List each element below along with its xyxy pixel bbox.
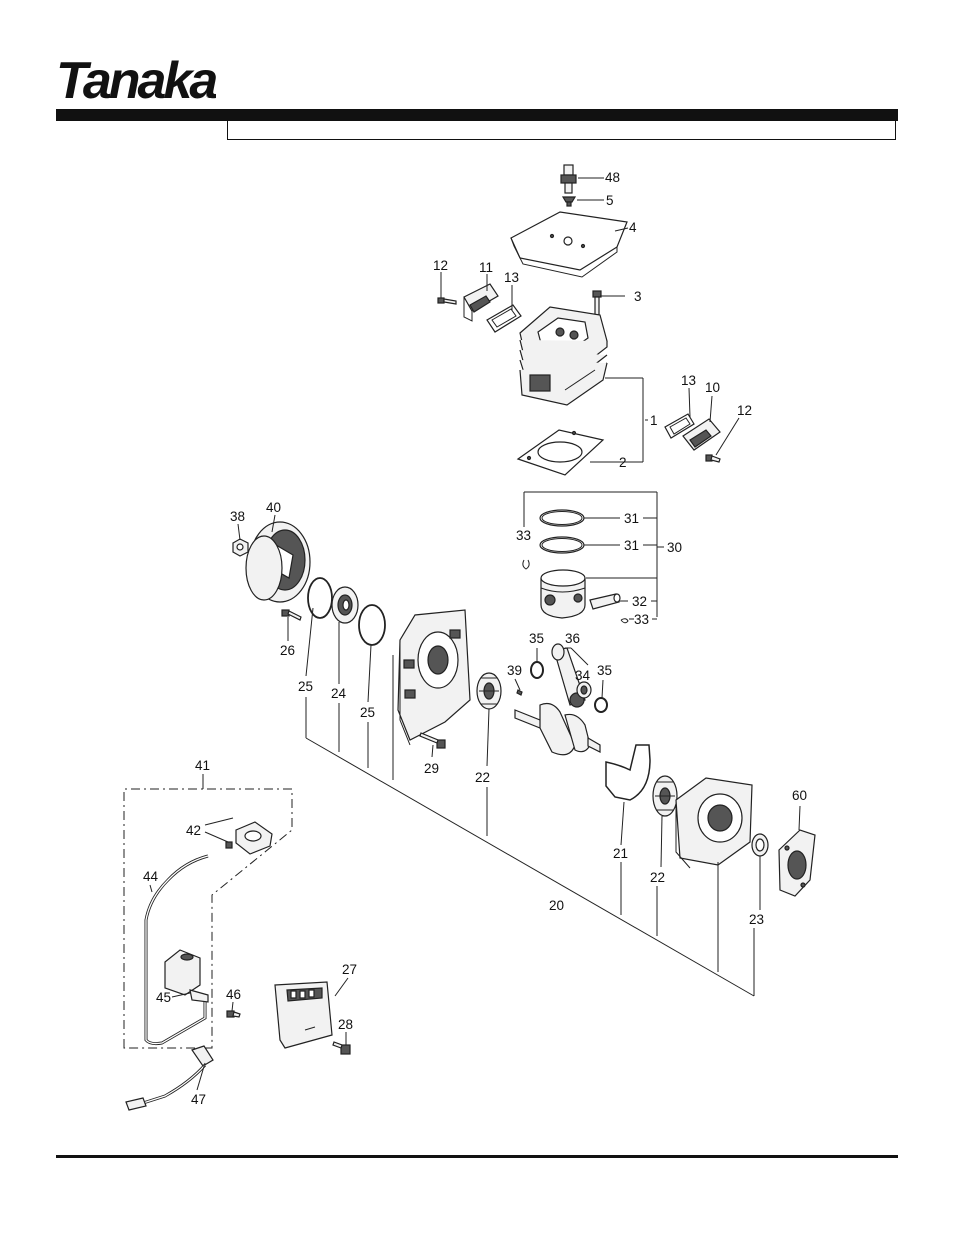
crankcase-left bbox=[397, 609, 471, 746]
registered-mark: ® bbox=[206, 90, 213, 100]
callout-45: 45 bbox=[156, 990, 171, 1005]
cover-60 bbox=[778, 829, 816, 897]
flange-11 bbox=[463, 283, 499, 322]
callout-35-right: 35 bbox=[597, 663, 612, 678]
callout-25-right: 25 bbox=[360, 705, 375, 720]
clutch-40 bbox=[245, 521, 311, 603]
callout-13-right: 13 bbox=[681, 373, 696, 388]
crankcase-right bbox=[675, 777, 753, 869]
cylinder-cover-4 bbox=[510, 211, 628, 278]
callout-22-left: 22 bbox=[475, 770, 490, 785]
flange-10 bbox=[682, 418, 721, 451]
clip-33-right bbox=[620, 618, 629, 624]
bolt-3 bbox=[592, 290, 602, 316]
callout-12-right: 12 bbox=[737, 403, 752, 418]
callout-21: 21 bbox=[613, 846, 628, 861]
bearing-22-right bbox=[652, 775, 678, 817]
callout-25-left: 25 bbox=[298, 679, 313, 694]
needle-bearing-34 bbox=[576, 681, 592, 699]
piston-pin-32 bbox=[589, 593, 621, 610]
filter-cover-27 bbox=[274, 981, 333, 1049]
bolt-29 bbox=[419, 732, 446, 749]
callout-42: 42 bbox=[186, 823, 201, 838]
base-gasket-2 bbox=[516, 429, 605, 476]
callout-2: 2 bbox=[619, 455, 627, 470]
callout-26: 26 bbox=[280, 643, 295, 658]
washer-35-left bbox=[530, 661, 544, 679]
gasket-13-right bbox=[664, 413, 695, 439]
bolt-26 bbox=[281, 609, 302, 621]
callout-31-top: 31 bbox=[624, 511, 639, 526]
piston bbox=[540, 569, 586, 619]
cylinder-1 bbox=[519, 306, 608, 406]
spark-plug-48 bbox=[560, 164, 577, 194]
leader-lines bbox=[149, 177, 801, 1091]
screw-12-right bbox=[705, 454, 721, 463]
callout-29: 29 bbox=[424, 761, 439, 776]
callout-11: 11 bbox=[479, 260, 493, 275]
callout-32: 32 bbox=[632, 594, 647, 609]
screw-46 bbox=[226, 1010, 241, 1018]
callout-46: 46 bbox=[226, 987, 241, 1002]
callout-10: 10 bbox=[705, 380, 720, 395]
callout-39: 39 bbox=[507, 663, 522, 678]
callout-12-left: 12 bbox=[433, 258, 448, 273]
callout-4: 4 bbox=[629, 220, 637, 235]
callout-labels: 48 5 4 3 12 11 13 13 10 12 1 2 33 31 31 … bbox=[143, 170, 807, 1107]
callout-38: 38 bbox=[230, 509, 245, 524]
callout-13-left: 13 bbox=[504, 270, 519, 285]
callout-30: 30 bbox=[667, 540, 682, 555]
logo-wordmark: Tanaka bbox=[56, 52, 216, 106]
callout-24: 24 bbox=[331, 686, 347, 701]
callout-41: 41 bbox=[195, 758, 210, 773]
oil-seal-24 bbox=[331, 586, 359, 624]
nut-38 bbox=[232, 538, 249, 557]
screw-12-left bbox=[437, 297, 457, 305]
callout-36: 36 bbox=[565, 631, 580, 646]
callout-1: 1 bbox=[650, 413, 658, 428]
ignition-wire-47 bbox=[125, 1045, 214, 1111]
callout-31-bottom: 31 bbox=[624, 538, 639, 553]
title-box bbox=[227, 121, 896, 140]
bolt-28 bbox=[332, 1041, 351, 1055]
callout-22-right: 22 bbox=[650, 870, 665, 885]
footer-rule bbox=[56, 1155, 898, 1158]
callout-35-left: 35 bbox=[529, 631, 544, 646]
callout-34: 34 bbox=[575, 668, 591, 683]
callout-44: 44 bbox=[143, 869, 159, 884]
callout-28: 28 bbox=[338, 1017, 353, 1032]
header-bar bbox=[56, 109, 898, 121]
callout-23: 23 bbox=[749, 912, 764, 927]
callout-47: 47 bbox=[191, 1092, 206, 1107]
callout-40: 40 bbox=[266, 500, 281, 515]
gasket-21 bbox=[605, 744, 651, 801]
gasket-13-left bbox=[486, 304, 522, 333]
callout-33-right: 33 bbox=[634, 612, 649, 627]
key-39 bbox=[516, 689, 523, 696]
callout-60: 60 bbox=[792, 788, 807, 803]
callout-48: 48 bbox=[605, 170, 620, 185]
fuel-group-41 bbox=[123, 788, 293, 1049]
callout-3: 3 bbox=[634, 289, 642, 304]
nut-5 bbox=[561, 196, 577, 207]
callout-5: 5 bbox=[606, 193, 614, 208]
clip-33-left bbox=[522, 559, 530, 570]
oil-seal-23 bbox=[751, 833, 769, 857]
circlip-25-left bbox=[307, 577, 333, 619]
callout-33-left: 33 bbox=[516, 528, 531, 543]
piston-rings-31 bbox=[539, 509, 585, 554]
callout-20: 20 bbox=[549, 898, 564, 913]
washer-35-right bbox=[594, 697, 608, 713]
circlip-25-right bbox=[358, 604, 386, 646]
tanaka-logo: Tanaka ® bbox=[56, 52, 220, 110]
bearing-22-left bbox=[476, 672, 502, 710]
callout-27: 27 bbox=[342, 962, 357, 977]
crankshaft bbox=[514, 643, 601, 756]
